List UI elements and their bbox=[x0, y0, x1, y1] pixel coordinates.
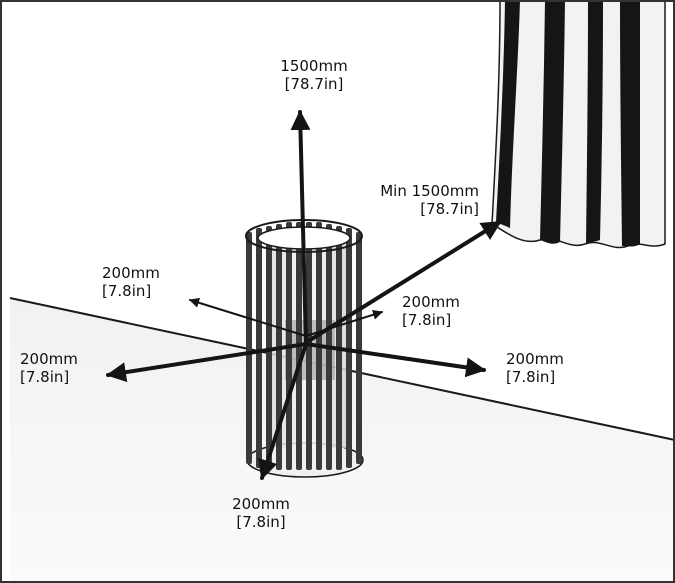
label-curtain-imperial: [78.7in] bbox=[420, 200, 479, 218]
label-back-left-value: 200mm bbox=[102, 264, 160, 282]
label-curtain-clearance: Min 1500mm [78.7in] bbox=[345, 182, 479, 218]
label-top-value: 1500mm bbox=[280, 57, 348, 75]
label-front-clearance: 200mm [7.8in] bbox=[213, 495, 309, 531]
label-front-imperial: [7.8in] bbox=[236, 513, 286, 531]
label-top-clearance: 1500mm [78.7in] bbox=[268, 57, 360, 93]
label-curtain-value: Min 1500mm bbox=[380, 182, 479, 200]
arrow-back-right bbox=[305, 309, 383, 337]
label-right-value: 200mm bbox=[506, 350, 564, 368]
label-right-clearance: 200mm [7.8in] bbox=[506, 350, 564, 386]
label-left-value: 200mm bbox=[20, 350, 78, 368]
label-top-imperial: [78.7in] bbox=[284, 75, 344, 93]
arrow-curtain bbox=[308, 220, 502, 342]
arrow-front bbox=[258, 342, 308, 480]
arrow-back-left bbox=[189, 297, 307, 337]
label-back-left-imperial: [7.8in] bbox=[102, 282, 152, 300]
arrow-right bbox=[304, 342, 486, 378]
label-left-clearance: 200mm [7.8in] bbox=[20, 350, 78, 386]
arrow-left bbox=[106, 342, 308, 383]
label-back-right-clearance: 200mm [7.8in] bbox=[402, 293, 460, 329]
label-front-value: 200mm bbox=[232, 495, 290, 513]
label-back-left-clearance: 200mm [7.8in] bbox=[102, 264, 160, 300]
clearance-arrows bbox=[106, 110, 502, 480]
curtain bbox=[491, 0, 666, 249]
label-back-right-value: 200mm bbox=[402, 293, 460, 311]
label-left-imperial: [7.8in] bbox=[20, 368, 70, 386]
heater-slats bbox=[246, 222, 362, 470]
arrow-up bbox=[290, 110, 311, 347]
label-back-right-imperial: [7.8in] bbox=[402, 311, 452, 329]
label-right-imperial: [7.8in] bbox=[506, 368, 556, 386]
